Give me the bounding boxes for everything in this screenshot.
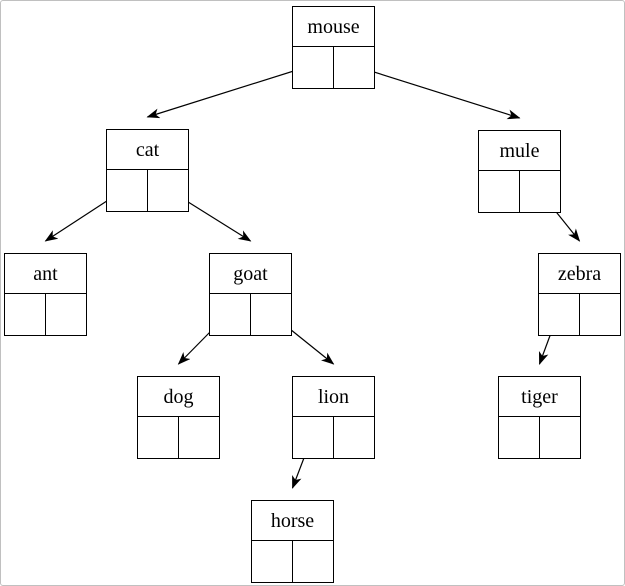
- tree-node-horse: horse: [251, 500, 334, 583]
- left-pointer-cell-goat: [210, 294, 251, 335]
- node-label-mouse: mouse: [292, 6, 375, 47]
- pointer-cells-lion: [292, 417, 375, 459]
- node-label-horse: horse: [251, 500, 334, 541]
- node-label-ant: ant: [4, 253, 87, 294]
- right-pointer-cell-dog: [179, 417, 219, 458]
- tree-node-ant: ant: [4, 253, 87, 336]
- node-label-mule: mule: [478, 130, 561, 171]
- pointer-cells-mule: [478, 171, 561, 213]
- right-pointer-cell-mouse: [334, 47, 374, 88]
- pointer-cells-horse: [251, 541, 334, 583]
- pointer-cells-cat: [106, 170, 189, 212]
- pointer-cells-zebra: [538, 294, 621, 336]
- right-pointer-cell-cat: [148, 170, 188, 211]
- right-pointer-cell-goat: [251, 294, 291, 335]
- right-pointer-cell-lion: [334, 417, 374, 458]
- node-label-tiger: tiger: [498, 376, 581, 417]
- tree-node-mule: mule: [478, 130, 561, 213]
- node-label-goat: goat: [209, 253, 292, 294]
- tree-node-lion: lion: [292, 376, 375, 459]
- tree-node-tiger: tiger: [498, 376, 581, 459]
- pointer-cells-ant: [4, 294, 87, 336]
- left-pointer-cell-ant: [5, 294, 46, 335]
- right-pointer-cell-horse: [293, 541, 333, 582]
- right-pointer-cell-ant: [46, 294, 86, 335]
- node-label-lion: lion: [292, 376, 375, 417]
- left-pointer-cell-horse: [252, 541, 293, 582]
- tree-node-mouse: mouse: [292, 6, 375, 89]
- left-pointer-cell-tiger: [499, 417, 540, 458]
- pointer-cells-goat: [209, 294, 292, 336]
- left-pointer-cell-lion: [293, 417, 334, 458]
- left-pointer-cell-dog: [138, 417, 179, 458]
- pointer-cells-tiger: [498, 417, 581, 459]
- left-pointer-cell-cat: [107, 170, 148, 211]
- pointer-cells-dog: [137, 417, 220, 459]
- pointer-cells-mouse: [292, 47, 375, 89]
- right-pointer-cell-zebra: [580, 294, 620, 335]
- tree-node-cat: cat: [106, 129, 189, 212]
- tree-node-goat: goat: [209, 253, 292, 336]
- node-label-cat: cat: [106, 129, 189, 170]
- left-pointer-cell-zebra: [539, 294, 580, 335]
- tree-node-dog: dog: [137, 376, 220, 459]
- edge-mouse-mule: [351, 64, 521, 120]
- node-label-dog: dog: [137, 376, 220, 417]
- right-pointer-cell-mule: [520, 171, 560, 212]
- left-pointer-cell-mule: [479, 171, 520, 212]
- edge-mouse-cat: [146, 64, 313, 119]
- node-label-zebra: zebra: [538, 253, 621, 294]
- right-pointer-cell-tiger: [540, 417, 580, 458]
- left-pointer-cell-mouse: [293, 47, 334, 88]
- tree-node-zebra: zebra: [538, 253, 621, 336]
